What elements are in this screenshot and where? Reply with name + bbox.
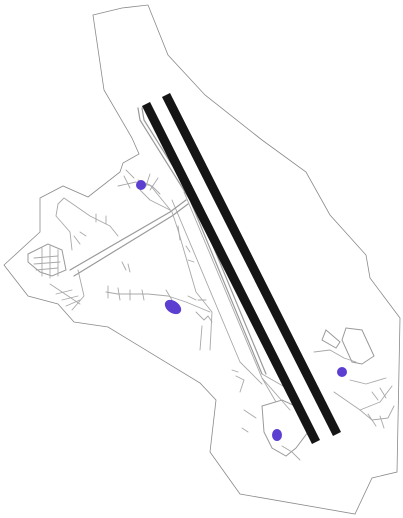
central-apron [105, 261, 213, 351]
west-apron [27, 197, 119, 311]
west-connector-taxiway [69, 179, 213, 351]
airport-boundary [3, 4, 401, 515]
gate-markers [136, 180, 347, 441]
marker-northwest[interactable] [136, 180, 146, 190]
southeast-apron [313, 327, 395, 429]
marker-south[interactable] [272, 429, 282, 441]
marker-southeast[interactable] [337, 367, 347, 377]
northwest-stand [117, 169, 171, 211]
marker-central[interactable] [162, 297, 184, 317]
south-apron [231, 369, 309, 461]
runways [141, 92, 342, 445]
runway-east[interactable] [161, 92, 342, 437]
runway-west[interactable] [141, 101, 321, 445]
